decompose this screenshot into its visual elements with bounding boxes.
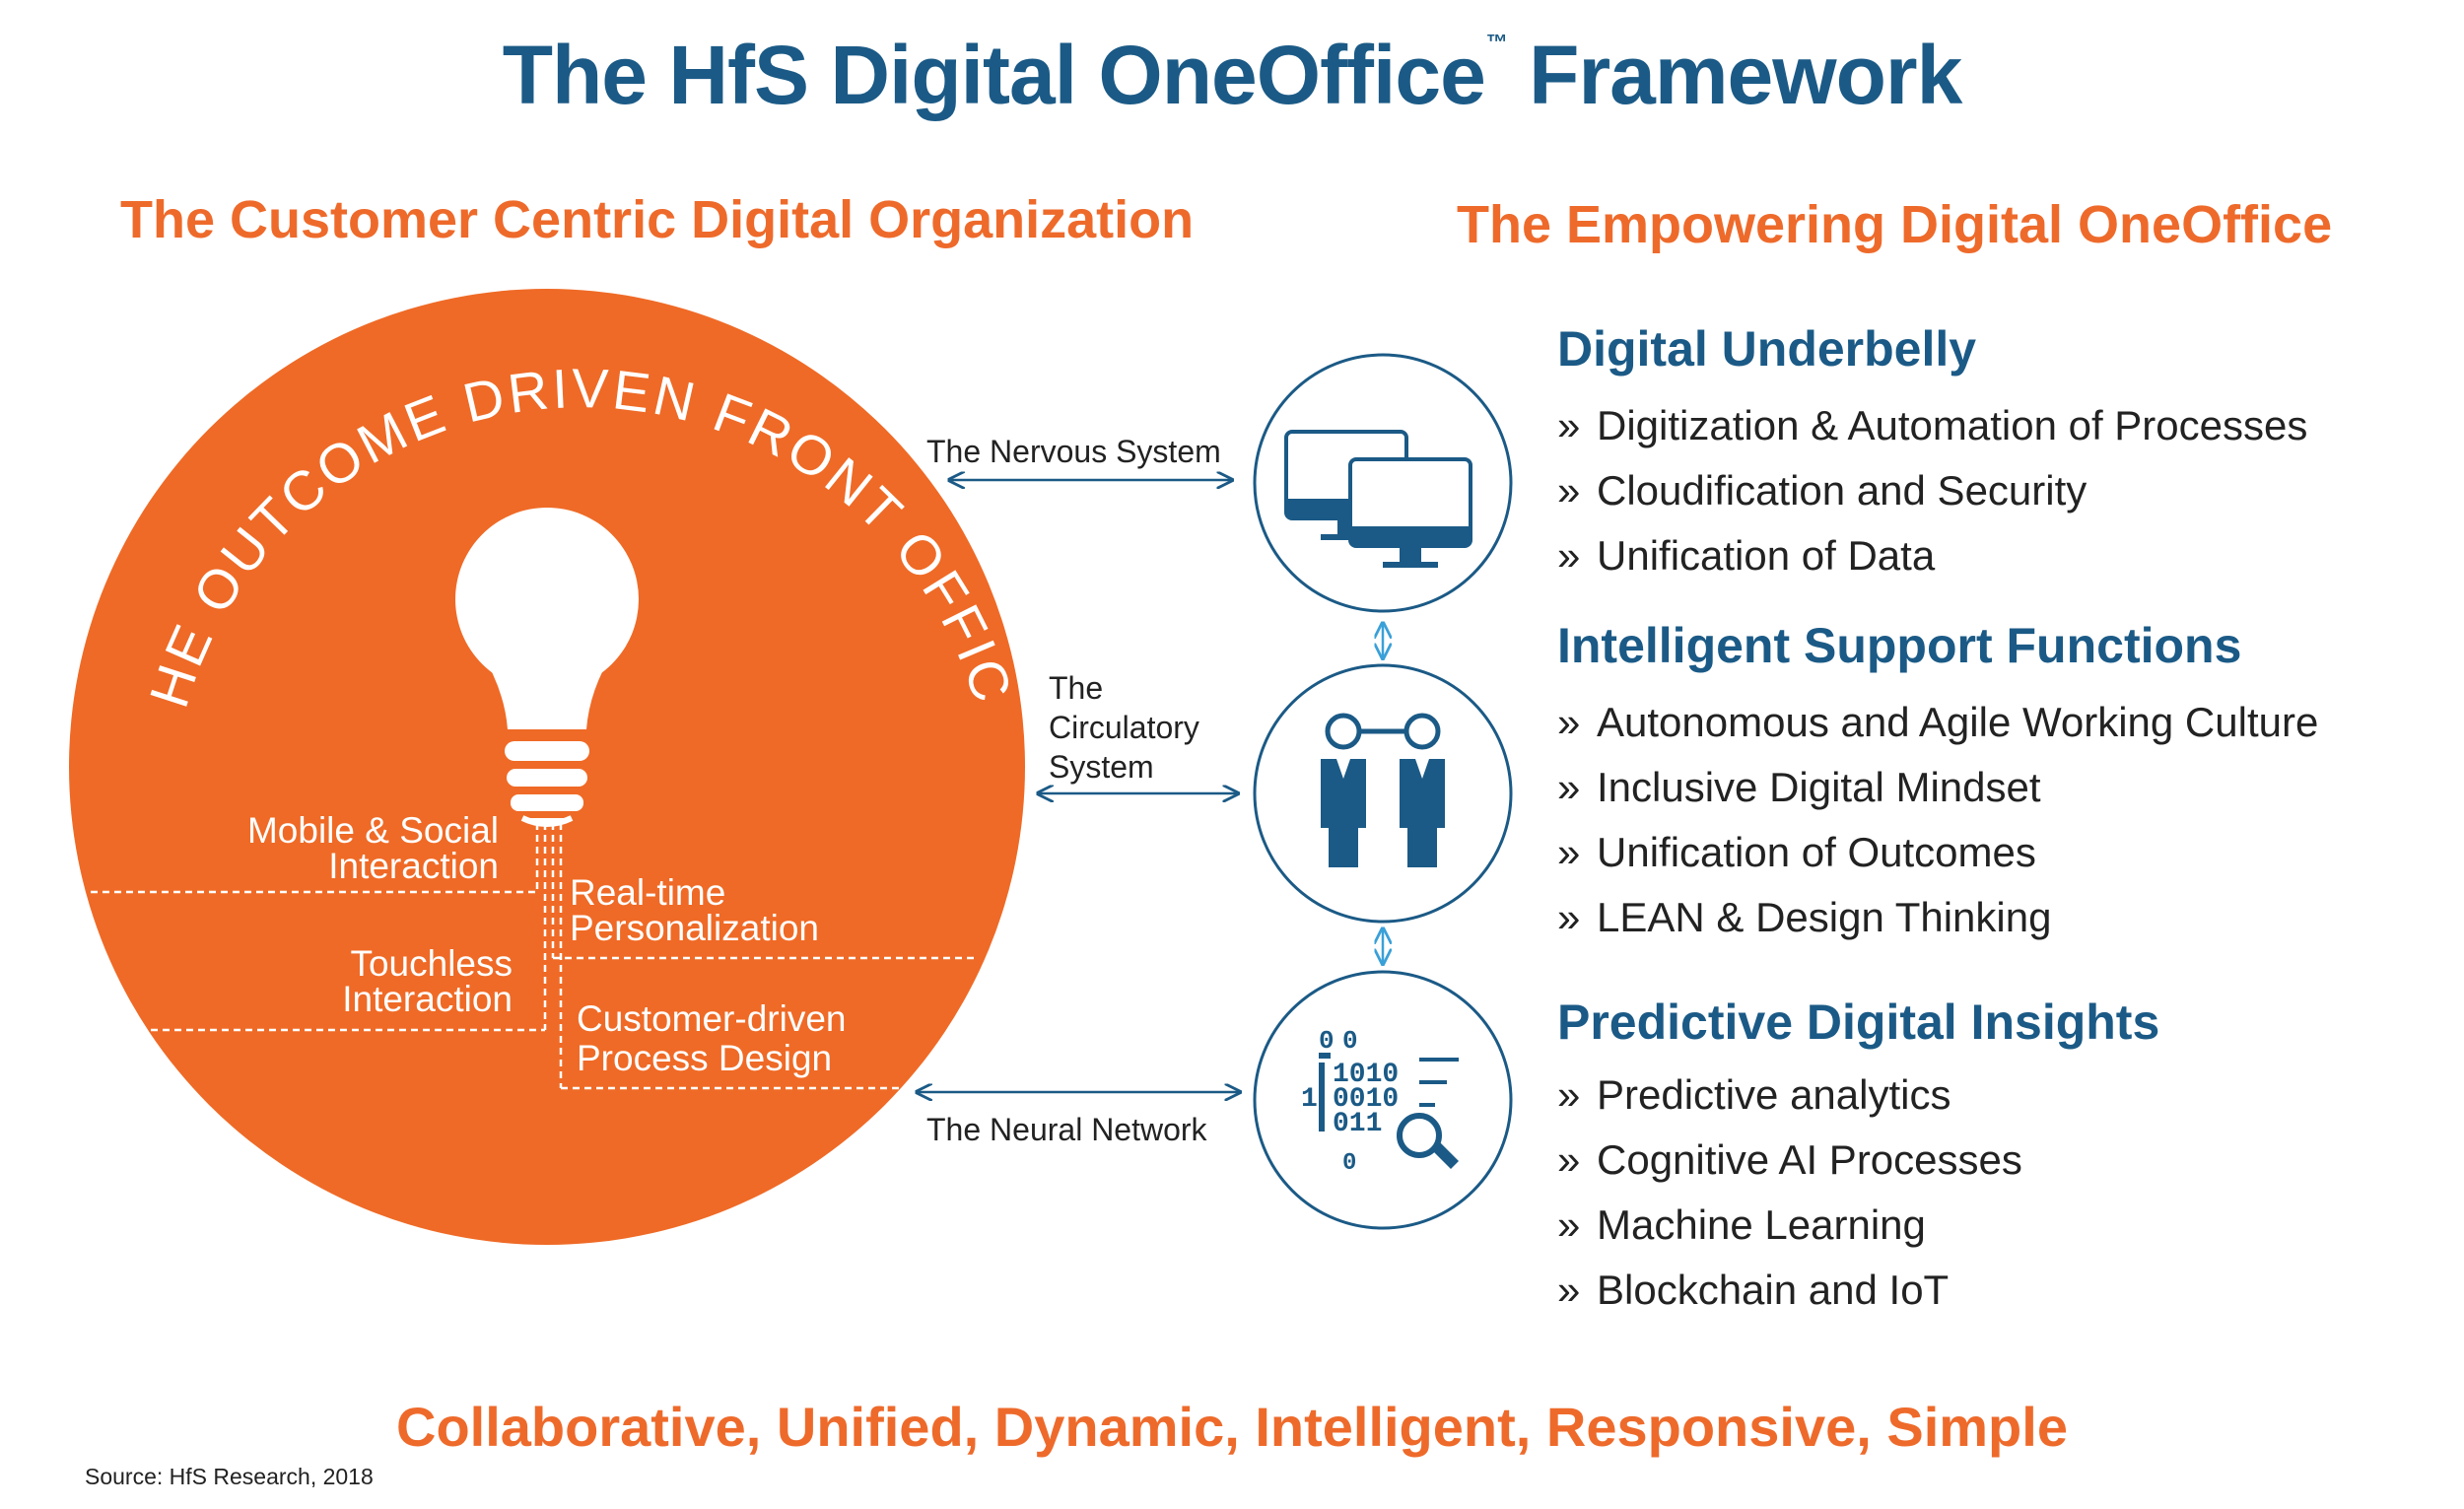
list-item: »Machine Learning: [1557, 1201, 1926, 1248]
source-note: Source: HfS Research, 2018: [85, 1464, 374, 1489]
nervous-system-label: The Nervous System: [926, 434, 1221, 469]
list-item: »Unification of Data: [1557, 532, 1936, 579]
title-suffix: Framework: [1506, 29, 1962, 121]
footer-tagline: Collaborative, Unified, Dynamic, Intelli…: [396, 1396, 2068, 1458]
list-item: »Blockchain and IoT: [1557, 1267, 1950, 1313]
segment-real-time: Real-time Personalization: [570, 872, 819, 948]
svg-text:1010: 1010: [1333, 1060, 1399, 1090]
segment-touchless: Touchless Interaction: [342, 943, 513, 1019]
svg-text:0: 0: [1319, 1026, 1335, 1056]
computer-monitors-icon: [1284, 430, 1472, 568]
list-item: »Cognitive AI Processes: [1557, 1136, 2022, 1183]
front-office-circle: [69, 289, 1025, 1245]
section-heading: Digital Underbelly: [1557, 321, 1977, 377]
light-bulb-icon: [455, 508, 639, 827]
list-item: »Cloudification and Security: [1557, 467, 2088, 514]
svg-text:0010: 0010: [1333, 1084, 1399, 1115]
list-item: »Autonomous and Agile Working Culture: [1557, 699, 2319, 745]
trademark-symbol: ™: [1485, 30, 1508, 54]
list-item: »LEAN & Design Thinking: [1557, 894, 2052, 940]
svg-text:1: 1: [1301, 1084, 1318, 1115]
section-intelligent-support: Intelligent Support Functions »Autonomou…: [1557, 617, 2318, 950]
circulatory-system-label: The Circulatory System: [1049, 670, 1199, 785]
section-heading: Predictive Digital Insights: [1557, 995, 2160, 1050]
section-heading: Intelligent Support Functions: [1557, 618, 2242, 673]
segment-mobile-social: Mobile & Social Interaction: [246, 810, 499, 886]
list-item: »Unification of Outcomes: [1557, 829, 2036, 875]
section-predictive-insights: Predictive Digital Insights »Predictive …: [1557, 994, 2159, 1323]
title-main: The HfS Digital OneOffice: [502, 29, 1486, 121]
page-title: The HfS Digital OneOffice™ Framework: [0, 28, 2464, 123]
segment-customer-driven: Customer-driven Process Design: [577, 998, 847, 1078]
list-item: »Digitization & Automation of Processes: [1557, 402, 2308, 448]
svg-text:0: 0: [1342, 1026, 1358, 1056]
left-heading: The Customer Centric Digital Organizatio…: [120, 190, 1195, 249]
svg-text:0: 0: [1342, 1150, 1356, 1177]
svg-text:011: 011: [1333, 1109, 1382, 1139]
list-item: »Predictive analytics: [1557, 1071, 1951, 1118]
collaborating-people-icon: [1321, 713, 1445, 867]
icon-circle-circulatory: [1253, 663, 1513, 924]
list-item: »Inclusive Digital Mindset: [1557, 764, 2041, 810]
data-analytics-magnifier-icon: 0 0 1010 1 0010 011 0: [1301, 1026, 1459, 1177]
right-heading: The Empowering Digital OneOffice: [1457, 195, 2333, 254]
segment-dividers: [91, 823, 974, 1090]
neural-network-label: The Neural Network: [926, 1112, 1207, 1147]
section-digital-underbelly: Digital Underbelly »Digitization & Autom…: [1557, 320, 2307, 588]
